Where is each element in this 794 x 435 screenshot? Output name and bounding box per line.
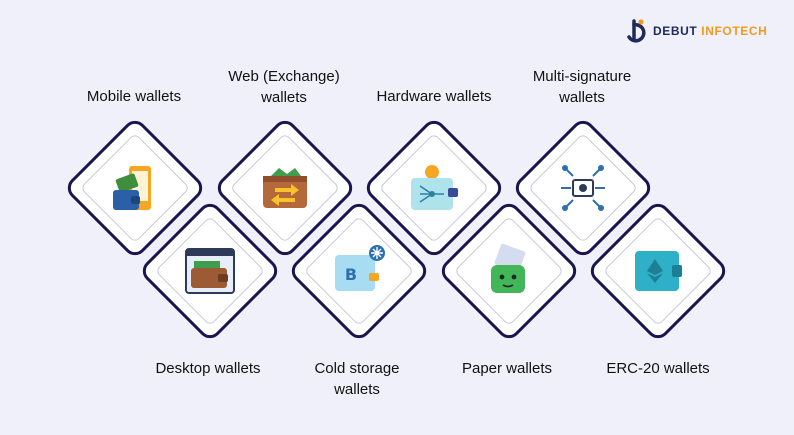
cold-storage-icon: B — [335, 245, 385, 291]
exchange-wallet-icon — [263, 168, 307, 208]
label-multi-signature-wallets: Multi-signature wallets — [532, 68, 632, 106]
brand-logo: DEBUT INFOTECH — [626, 18, 767, 44]
multi-signature-icon — [561, 165, 605, 211]
label-cold-storage-wallets: Cold storage wallets — [314, 360, 400, 398]
svg-text:B: B — [345, 265, 357, 284]
brand-name: DEBUT INFOTECH — [653, 24, 768, 38]
mobile-wallet-icon — [113, 166, 151, 210]
label-web-exchange-wallets: Web (Exchange) wallets — [228, 68, 340, 106]
paper-wallet-icon — [491, 243, 526, 293]
hardware-wallet-icon — [411, 165, 458, 210]
label-hardware-wallets: Hardware wallets — [376, 88, 492, 105]
desktop-wallet-icon — [185, 248, 235, 294]
label-erc20-wallets: ERC-20 wallets — [606, 360, 710, 377]
label-paper-wallets: Paper wallets — [461, 360, 553, 377]
debut-logo-icon — [627, 19, 646, 43]
label-desktop-wallets: Desktop wallets — [155, 360, 261, 377]
erc20-wallet-icon — [635, 251, 682, 291]
label-mobile-wallets: Mobile wallets — [86, 88, 182, 105]
